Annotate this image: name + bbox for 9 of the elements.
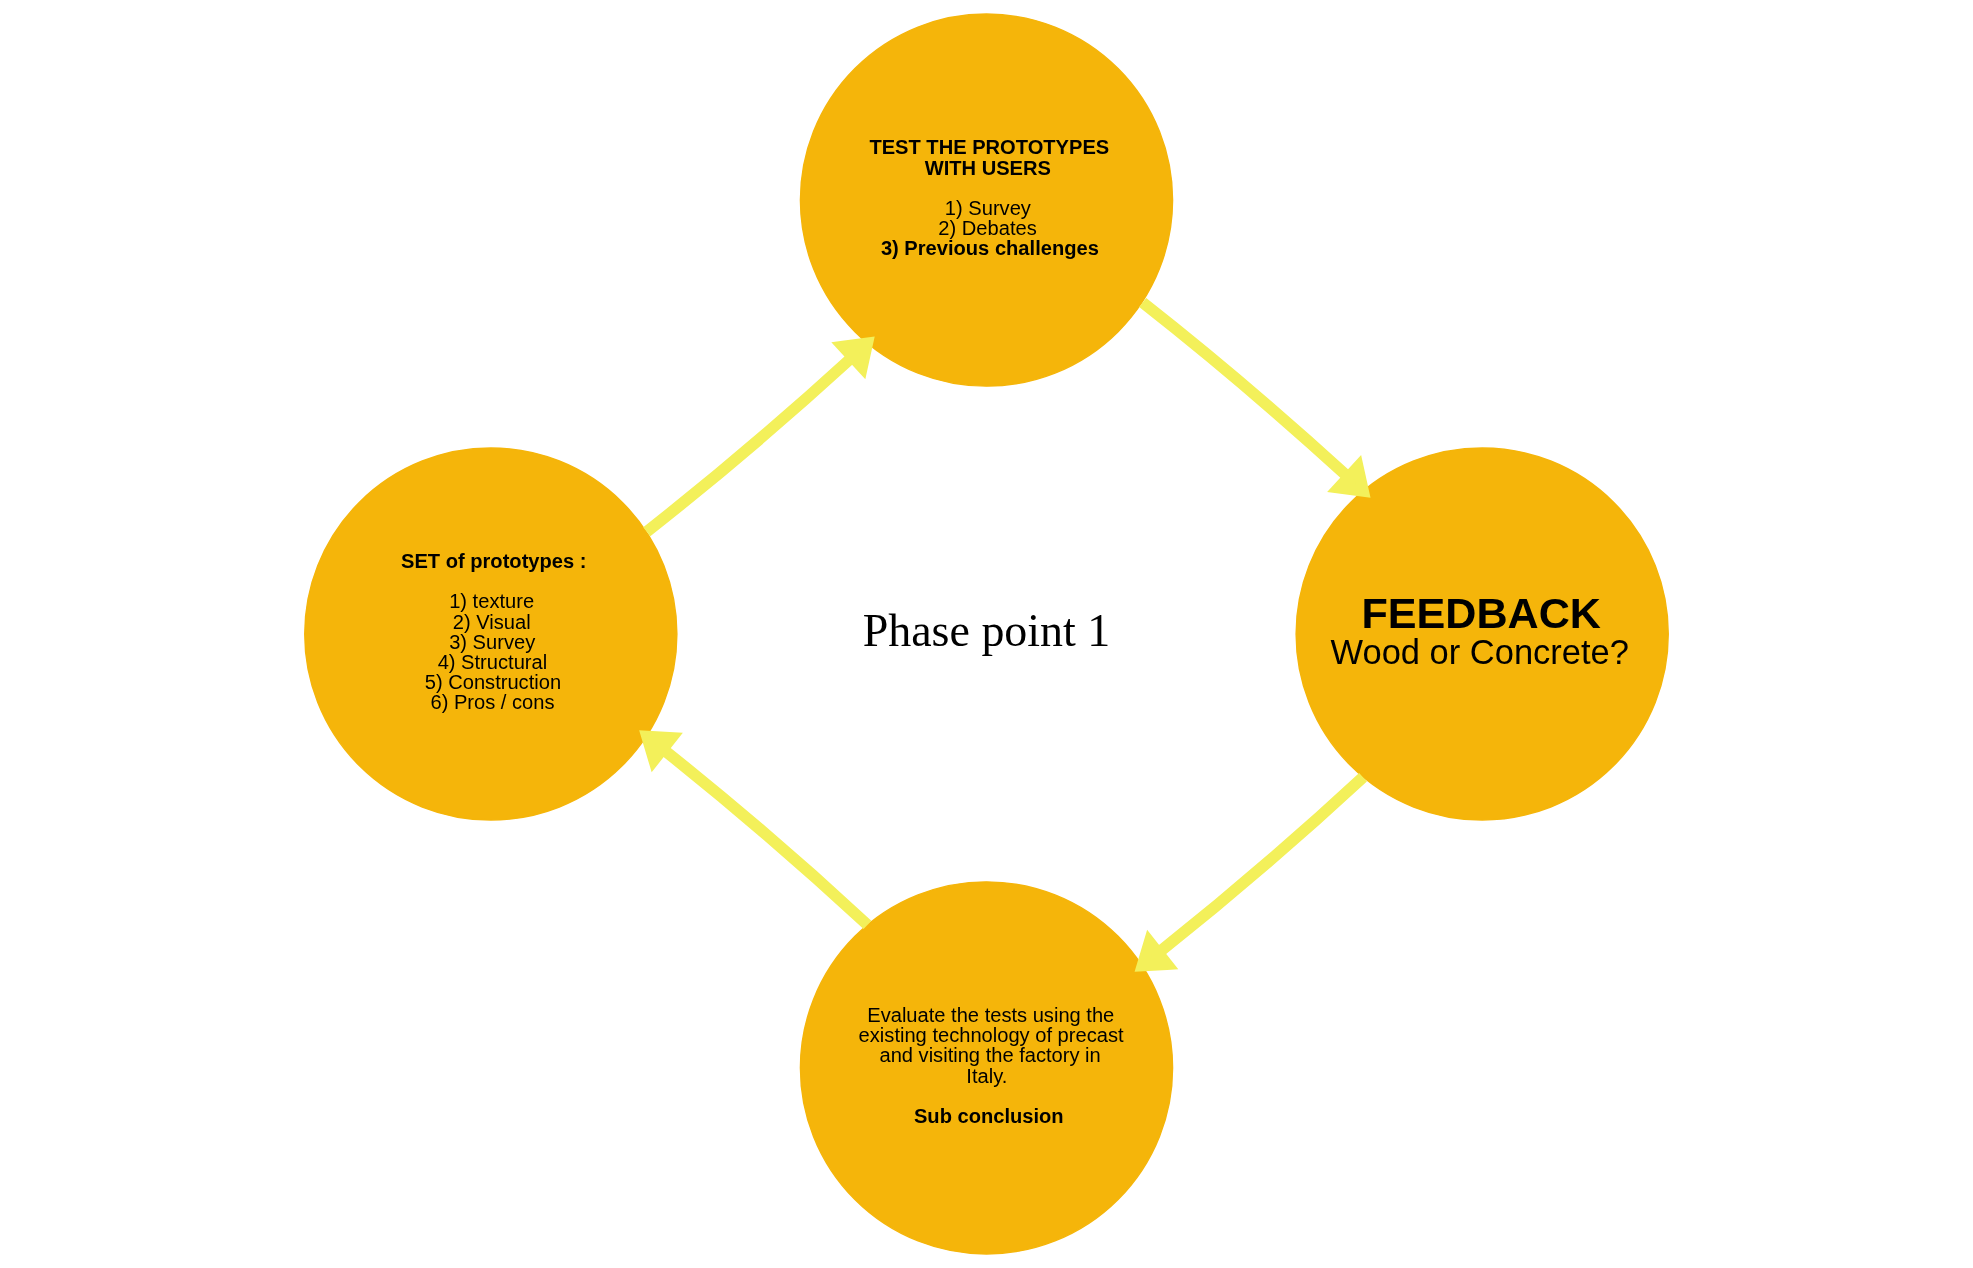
arrow	[1139, 298, 1371, 498]
arrow	[643, 336, 875, 537]
node-circle: FEEDBACK Wood or Concrete?	[1295, 447, 1669, 821]
node-circle: TEST THE PROTOTYPES WITH USERS 1) Survey 2) Debates 3) Previous challenges	[799, 13, 1174, 387]
label: Phase point 1	[862, 604, 1111, 656]
node-circle: SET of prototypes : 1) texture 2) Visual 3) Survey 4) Structural 5) Construction 6) Pros / cons	[304, 447, 678, 821]
arrow	[1134, 772, 1367, 972]
arrow	[639, 730, 872, 930]
node-circle: Evaluate the tests using the existing technology of precast and visiting the factory in Italy. Sub conclusion	[799, 881, 1174, 1255]
